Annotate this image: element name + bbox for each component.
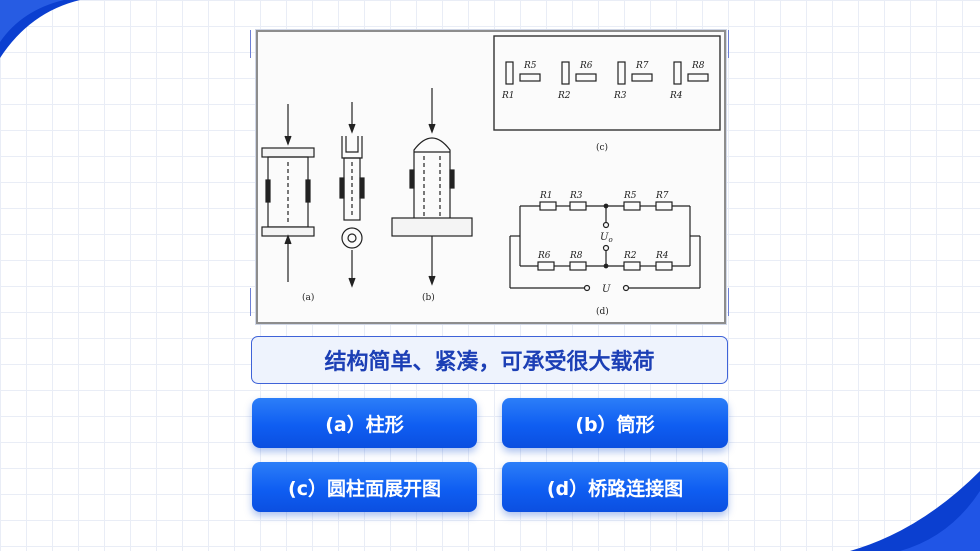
label-d-u: U <box>602 284 611 295</box>
figure-bracket-tl <box>250 30 259 58</box>
label-c-r3: R3 <box>613 91 627 101</box>
label-c: (c) <box>596 142 608 153</box>
label-d-uo-sub: o <box>608 236 612 244</box>
bridge-circuit-button[interactable]: (d）桥路连接图 <box>502 462 728 512</box>
unfolded-view-button-label: (c）圆柱面展开图 <box>288 477 441 500</box>
tube-type-button[interactable]: (b）筒形 <box>502 398 728 448</box>
unfolded-view-button[interactable]: (c）圆柱面展开图 <box>252 462 477 512</box>
label-d-r7: R7 <box>655 191 669 201</box>
label-c-r6: R6 <box>579 61 593 71</box>
tube-type-button-label: (b）筒形 <box>575 413 655 436</box>
figure-bracket-br <box>728 288 737 316</box>
label-a: (a) <box>302 292 314 303</box>
figure-bracket-bl <box>250 288 259 316</box>
top-left-corner-decoration <box>0 0 80 58</box>
summary-title: 结构简单、紧凑，可承受很大载荷 <box>324 350 655 375</box>
label-c-r8: R8 <box>691 61 705 71</box>
hook-type-diagram <box>339 102 365 288</box>
label-d-uo: Uo <box>600 232 613 244</box>
label-c-r2: R2 <box>557 91 571 101</box>
column-type-button[interactable]: (a）柱形 <box>252 398 477 448</box>
bridge-circuit-button-label: (d）桥路连接图 <box>546 477 684 500</box>
label-d-r5: R5 <box>623 191 637 201</box>
label-c-r7: R7 <box>635 61 649 71</box>
strain-gauge-figure: R5 R6 R7 R8 R1 R2 R3 R4 (c) <box>256 30 726 324</box>
bridge-circuit-diagram <box>509 201 701 292</box>
figure-bracket-tr <box>728 30 737 58</box>
label-d-r6: R6 <box>537 251 551 261</box>
label-d-r2: R2 <box>623 251 637 261</box>
label-d-r8: R8 <box>569 251 583 261</box>
label-b: (b) <box>422 292 435 303</box>
summary-title-box: 结构简单、紧凑，可承受很大载荷 <box>251 336 728 384</box>
label-d-r3: R3 <box>569 191 583 201</box>
label-c-r1: R1 <box>501 91 515 101</box>
label-d: (d) <box>596 306 609 317</box>
unfolded-gauges <box>505 61 709 85</box>
column-type-button-label: (a）柱形 <box>325 413 404 436</box>
label-d-uo-main: U <box>600 232 609 243</box>
column-type-diagram <box>261 104 315 282</box>
tube-type-diagram <box>391 88 473 286</box>
label-d-r1: R1 <box>539 191 553 201</box>
unfolded-view-frame <box>493 35 721 131</box>
label-c-r4: R4 <box>669 91 683 101</box>
label-c-r5: R5 <box>523 61 537 71</box>
bottom-right-corner-decoration <box>850 471 980 551</box>
label-d-r4: R4 <box>655 251 669 261</box>
